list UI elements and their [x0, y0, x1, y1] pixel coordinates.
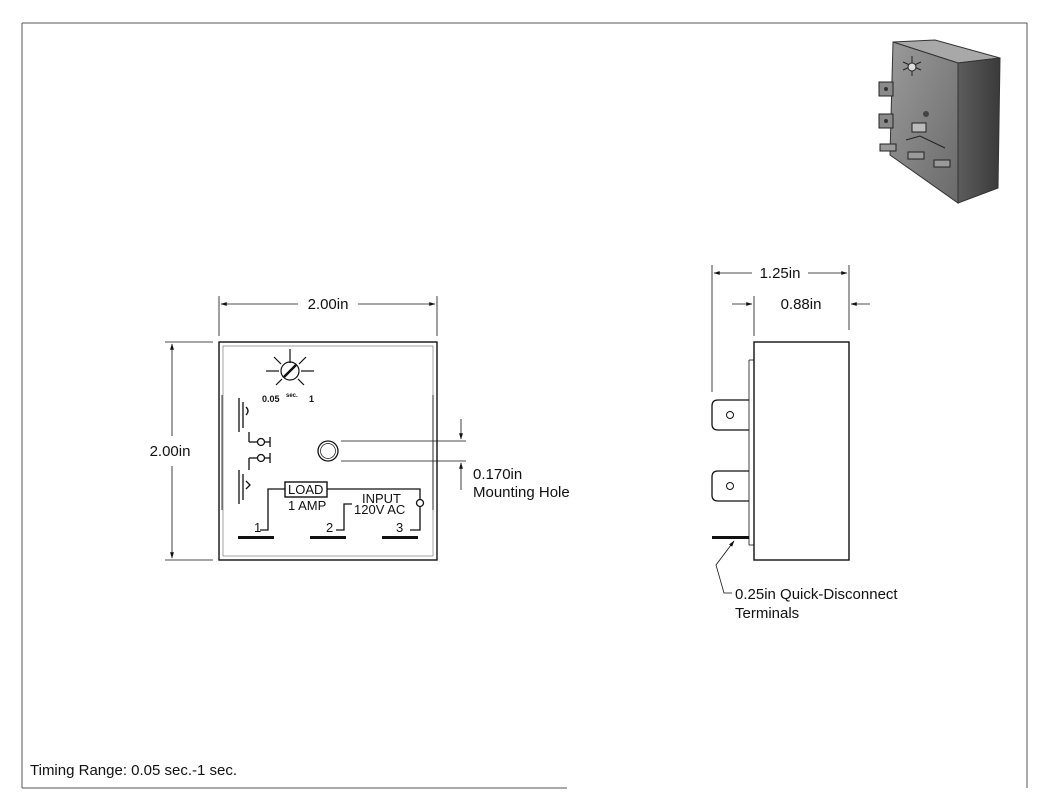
- schematic-wiring: [260, 488, 425, 531]
- front-view: 0.05 sec. 1 LOAD 1 AMP INPUT 120V AC: [218, 341, 438, 561]
- sheet-border: [21, 22, 1028, 789]
- hole-dimension-label: 0.170in: [473, 466, 522, 483]
- hole-dimension: [341, 419, 466, 490]
- mounting-hole: [317, 440, 339, 462]
- terminal-leader: [715, 540, 735, 594]
- terminal-2-label: 2: [326, 520, 333, 535]
- terminal-note-line1: 0.25in Quick-Disconnect: [735, 586, 898, 603]
- dial-unit-label: sec.: [286, 393, 298, 399]
- terminal-3-label: 3: [396, 520, 403, 535]
- side-overall-dimension: [711, 265, 850, 392]
- side-body-dimension: [732, 296, 870, 336]
- dial-min-label: 0.05: [262, 394, 280, 404]
- front-height-dimension: [165, 341, 213, 561]
- hole-name-label: Mounting Hole: [473, 484, 570, 501]
- front-width-label: 2.00in: [308, 296, 349, 313]
- side-body-label: 0.88in: [781, 296, 822, 313]
- input-rating: 120V AC: [354, 502, 405, 517]
- relay-3d-view: [878, 39, 1001, 204]
- terminal-1-label: 1: [254, 520, 261, 535]
- load-label: LOAD: [288, 482, 323, 497]
- relay-contact-symbol: [238, 398, 271, 504]
- dial-max-label: 1: [309, 394, 314, 404]
- load-rating: 1 AMP: [288, 498, 326, 513]
- front-terminals: [238, 536, 418, 539]
- terminal-note-line2: Terminals: [735, 605, 799, 622]
- front-width-dimension: [218, 296, 438, 336]
- timing-dial-icon: [266, 349, 314, 386]
- side-view: [711, 341, 850, 561]
- timing-range-note: Timing Range: 0.05 sec.-1 sec.: [30, 762, 238, 779]
- input-label: INPUT: [362, 491, 401, 506]
- side-overall-label: 1.25in: [760, 265, 801, 282]
- front-height-label: 2.00in: [150, 443, 191, 460]
